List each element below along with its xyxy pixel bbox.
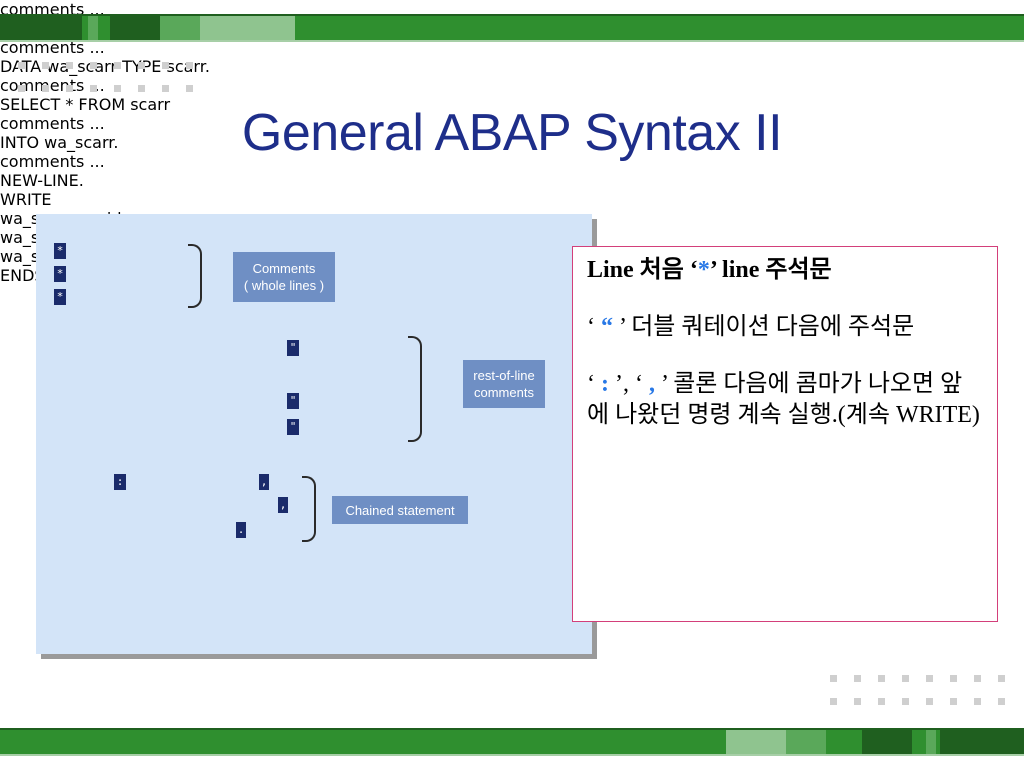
decor-dots-top-left (18, 62, 196, 92)
bottom-bar-segment (926, 730, 936, 754)
code-line: INTO wa_scarr. (0, 133, 119, 152)
bottom-bar-segment (726, 730, 786, 754)
bottom-decor-bar (0, 728, 1024, 756)
note-text: ‘ (587, 371, 601, 397)
asterisk-mark: * (54, 289, 66, 305)
code-line: WRITE (0, 190, 52, 209)
quote-mark: " (287, 393, 299, 409)
code-lines: comments ... * comments ... * comments ... * D… (0, 0, 1024, 435)
asterisk-highlight: * (697, 257, 710, 283)
bottom-bar-segment (786, 730, 826, 754)
note-text: Line 처음 ‘ (587, 257, 698, 283)
brace-chained (302, 476, 316, 542)
bottom-bar-segment (862, 730, 912, 754)
note-line-comment: Line 처음 ‘*’ line 주석문 (587, 255, 983, 286)
period-mark: . (236, 522, 246, 538)
code-line: comments ... (0, 114, 105, 133)
quote-highlight: “ (601, 314, 613, 340)
note-text: ’ line 주석문 (709, 257, 832, 283)
asterisk-mark: * (54, 266, 66, 282)
asterisk-mark: * (54, 243, 66, 259)
note-text: ’ 콜론 다음에 콤마가 나오면 앞에 나왔던 명령 계속 실행.(계속 WRI… (587, 371, 980, 428)
top-bar-segment (88, 16, 98, 40)
colon-mark: : (114, 474, 126, 490)
comma-mark: , (278, 497, 288, 513)
top-bar-segment (0, 16, 82, 40)
explanation-box: Line 처음 ‘*’ line 주석문 ‘ “ ’ 더블 쿼테이션 다음에 주… (572, 246, 998, 622)
top-bar-segment (160, 16, 200, 40)
brace-rest-of-line (408, 336, 422, 442)
note-double-quote: ‘ “ ’ 더블 쿼테이션 다음에 주석문 (587, 312, 983, 343)
brace-comments (188, 244, 202, 308)
note-text: ’, ‘ (609, 371, 649, 397)
code-line: DATA wa_scarr TYPE scarr. (0, 57, 210, 76)
code-line: NEW-LINE. (0, 171, 84, 190)
comments-label: Comments ( whole lines ) (233, 252, 335, 302)
code-line: comments ... (0, 152, 105, 171)
bottom-bar-segment (940, 730, 1024, 754)
quote-mark: " (287, 340, 299, 356)
comma-highlight: , (648, 371, 655, 397)
top-bar-segment (110, 16, 160, 40)
note-text: ’ 더블 쿼테이션 다음에 주석문 (613, 314, 915, 340)
quote-mark: " (287, 419, 299, 435)
code-line: comments ... (0, 76, 105, 95)
code-line: comments ... (0, 38, 105, 57)
top-bar-segment (200, 16, 295, 40)
note-chain: ‘ : ’, ‘ , ’ 콜론 다음에 콤마가 나오면 앞에 나왔던 명령 계속… (587, 369, 983, 431)
decor-dots-bottom-right (830, 675, 1008, 705)
comma-mark: , (259, 474, 269, 490)
code-line: SELECT * FROM scarr (0, 95, 171, 114)
note-text: ‘ (587, 314, 601, 340)
top-decor-bar (0, 14, 1024, 42)
chained-statement-label: Chained statement (332, 496, 468, 524)
colon-highlight: : (601, 371, 609, 397)
page-title: General ABAP Syntax II (241, 104, 783, 162)
rest-of-line-label: rest-of-line comments (463, 360, 545, 408)
